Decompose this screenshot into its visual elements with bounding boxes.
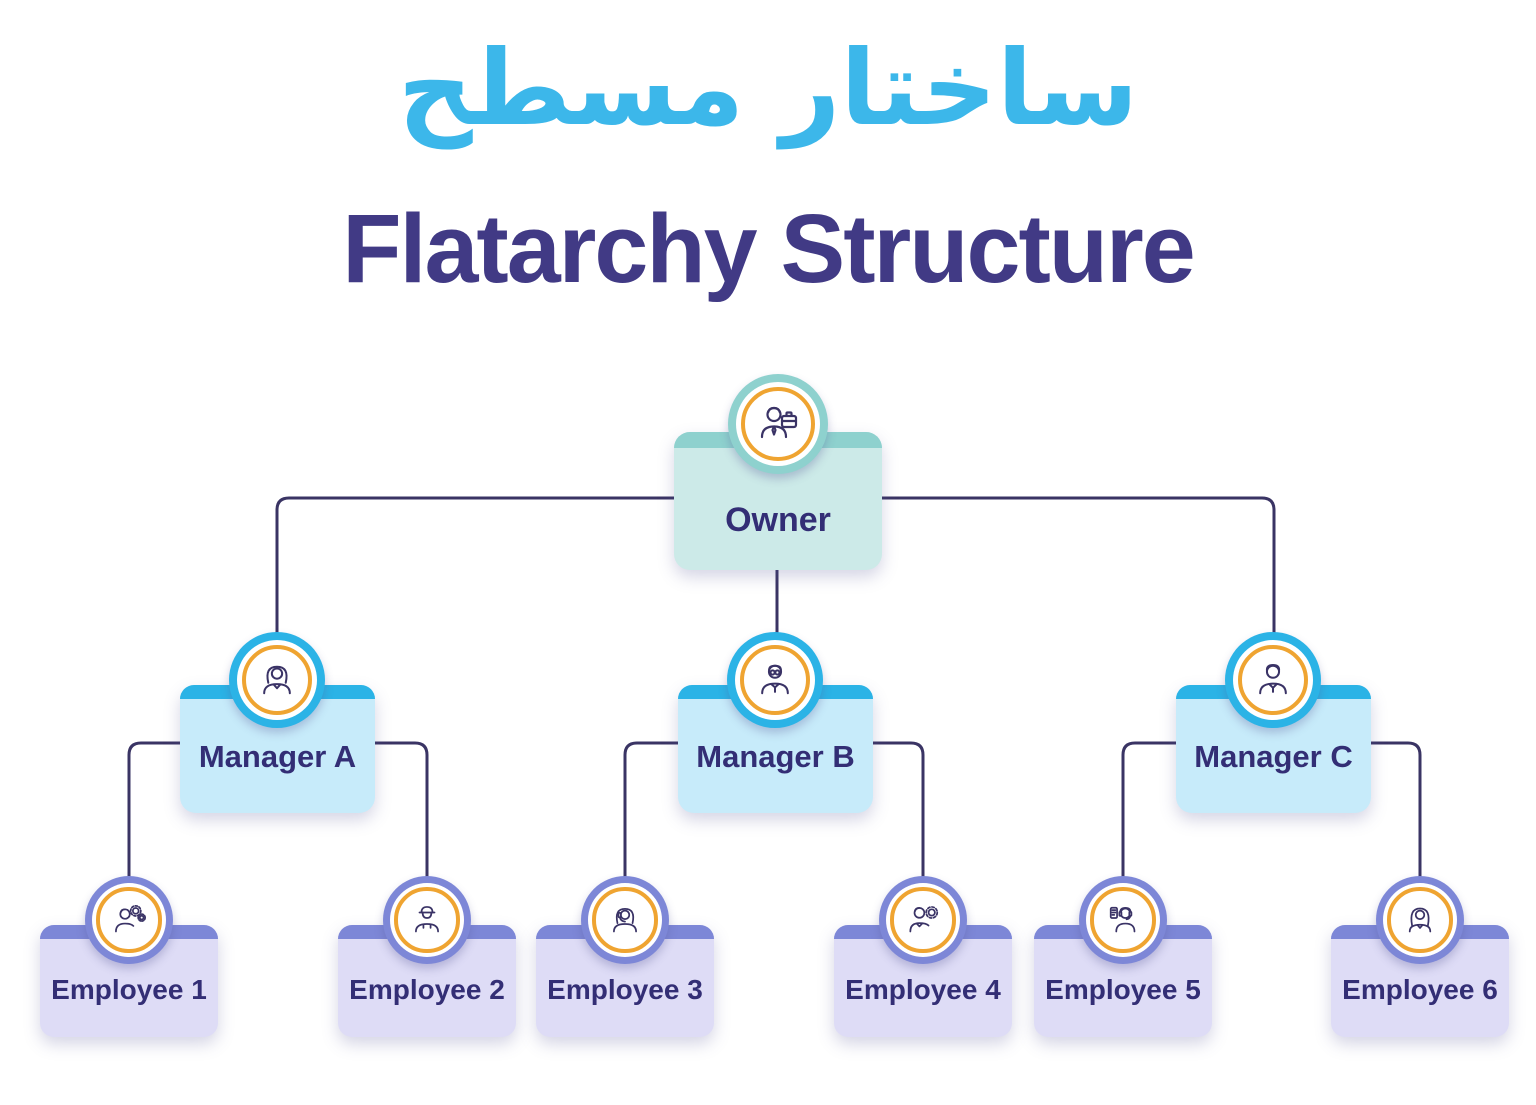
org-node-manager-a: Manager A: [180, 632, 375, 813]
node-label: Employee 2: [349, 974, 505, 1005]
org-node-employee-2: Employee 2: [338, 876, 516, 1037]
woman-headset-icon: [613, 908, 637, 933]
node-avatar-badge: [1079, 876, 1167, 964]
connector-manager-c-to-employee-6: [1371, 741, 1422, 877]
connector-manager-b-to-employee-4: [873, 741, 925, 877]
org-node-manager-c: Manager C: [1176, 632, 1371, 813]
org-node-employee-3: Employee 3: [536, 876, 714, 1037]
node-avatar-badge: [1376, 876, 1464, 964]
org-node-manager-b: Manager B: [678, 632, 873, 813]
worker-gears-icon: [115, 904, 147, 933]
node-avatar-badge: [879, 876, 967, 964]
businessman-glasses-icon: [761, 664, 789, 695]
connector-manager-a-to-employee-2: [375, 741, 429, 877]
businesswoman-icon: [263, 665, 291, 695]
node-avatar-badge: [383, 876, 471, 964]
node-avatar-badge: [85, 876, 173, 964]
connector-manager-b-to-employee-3: [623, 741, 678, 877]
businessman-briefcase-icon: [760, 406, 798, 439]
node-avatar-badge: [727, 632, 823, 728]
node-avatar-badge: [229, 632, 325, 728]
connector-owner-to-manager-c: [882, 496, 1276, 634]
node-label: Manager C: [1194, 739, 1353, 774]
node-label: Employee 5: [1045, 974, 1201, 1005]
connector-manager-a-to-employee-1: [127, 741, 180, 877]
node-avatar-badge: [1225, 632, 1321, 728]
node-label: Manager A: [198, 739, 357, 774]
diagram-title-persian: ساختار مسطح: [397, 27, 1139, 149]
construction-worker-icon: [415, 906, 439, 933]
connector-manager-c-to-employee-5: [1121, 741, 1176, 877]
businessman-icon: [1259, 663, 1287, 695]
node-label: Employee 3: [547, 974, 703, 1005]
node-label: Employee 6: [1342, 974, 1498, 1005]
node-label: Manager B: [696, 739, 855, 774]
connector-owner-to-manager-a: [275, 496, 674, 634]
node-label: Employee 1: [51, 974, 207, 1005]
org-node-employee-6: Employee 6: [1331, 876, 1509, 1037]
node-avatar-badge: [728, 374, 828, 474]
diagram-title-english: Flatarchy Structure: [342, 194, 1195, 303]
woman-icon: [1408, 907, 1432, 933]
org-node-employee-4: Employee 4: [834, 876, 1012, 1037]
node-label: Owner: [725, 501, 831, 539]
man-gear-icon: [909, 906, 939, 933]
org-node-employee-5: Employee 5: [1034, 876, 1212, 1037]
support-agent-icon: [1109, 906, 1136, 933]
org-node-owner: Owner: [674, 374, 882, 570]
org-node-employee-1: Employee 1: [40, 876, 218, 1037]
node-label: Employee 4: [845, 974, 1001, 1005]
node-avatar-badge: [581, 876, 669, 964]
